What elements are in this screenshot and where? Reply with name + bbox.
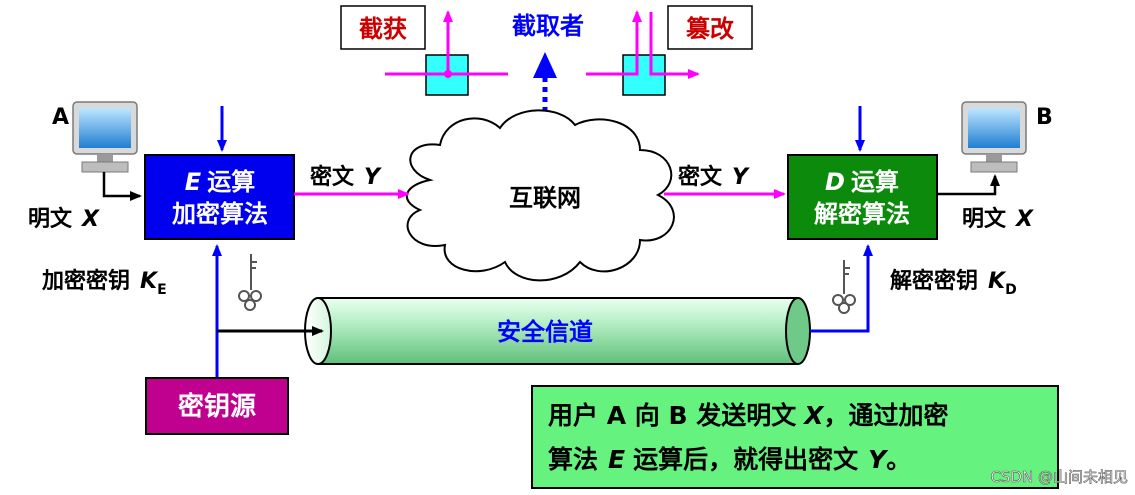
plaintext-left-arrow	[102, 172, 142, 201]
channel-to-decrypt-arrow	[810, 244, 873, 333]
enc-key-symbol: K	[140, 269, 159, 294]
note-line2-b: 运算后，就得出密文	[633, 445, 859, 474]
decrypt-op-letter: D	[825, 168, 845, 196]
plaintext-right-symbol: X	[1014, 207, 1034, 232]
ciphertext-right-symbol: Y	[732, 165, 750, 190]
plaintext-right-word: 明文	[962, 206, 1007, 232]
ciphertext-left-symbol: Y	[364, 165, 382, 190]
internet-cloud: 互联网	[405, 109, 675, 282]
note-line2-a: 算法	[548, 445, 598, 474]
ciphertext-right-word: 密文	[678, 164, 723, 190]
plaintext-left-word: 明文	[28, 206, 73, 232]
svg-text:明文X: 明文 X	[962, 206, 1034, 232]
host-b-label: B	[1036, 105, 1053, 130]
key-source-label: 密钥源	[178, 391, 256, 422]
encrypt-op-word: 运算	[207, 168, 255, 196]
plaintext-right-arrow	[938, 174, 1000, 196]
computer-b-icon	[961, 101, 1027, 173]
note-line2-sym: E	[608, 445, 625, 474]
tamper-label: 篡改	[686, 15, 734, 43]
decrypt-algorithm-label: 解密算法	[814, 200, 910, 228]
note-line2-sym2: Y	[868, 445, 889, 474]
note-line1-sym: X	[802, 401, 825, 430]
tamper-tap	[586, 10, 700, 96]
interceptor-label: 截取者	[512, 12, 584, 40]
decrypt-op-word: 运算	[851, 168, 899, 196]
secure-channel-label: 安全信道	[497, 318, 593, 346]
note-line1-b: ，通过加密	[824, 401, 949, 430]
tamper-label-box: 篡改	[667, 5, 753, 50]
plaintext-left-symbol: X	[80, 207, 100, 232]
encrypt-op-letter: E	[185, 168, 202, 196]
ciphertext-left-word: 密文	[310, 164, 355, 190]
enc-key-subscript: E	[157, 282, 167, 298]
interceptor-arrow-head	[533, 52, 557, 78]
svg-text:D运算: D运算	[825, 168, 899, 196]
svg-text:密文Y: 密文 Y	[678, 164, 750, 190]
intercept-tap	[385, 10, 508, 96]
secure-channel-pipe: 安全信道	[304, 297, 811, 365]
dec-key-icon	[832, 260, 856, 314]
dec-key-symbol: K	[988, 269, 1007, 294]
enc-key-label: 加密密钥	[41, 268, 130, 294]
dec-key-label: 解密密钥	[890, 268, 978, 294]
host-a-label: A	[52, 105, 69, 130]
key-source-box: 密钥源	[145, 377, 289, 435]
dec-key-subscript: D	[1005, 282, 1017, 298]
computer-a-icon	[72, 101, 138, 173]
note-line1-a: 用户 A 向 B 发送明文	[548, 401, 797, 430]
intercept-label: 截获	[359, 15, 407, 43]
watermark: CSDN @山间未相见	[990, 468, 1128, 486]
svg-text:E运算: E运算	[185, 168, 255, 196]
note-line2-end: 。	[886, 445, 911, 474]
encrypt-algorithm-label: 加密算法	[172, 200, 268, 228]
svg-text:明文X: 明文 X	[28, 206, 100, 232]
internet-label: 互联网	[509, 184, 581, 212]
intercept-label-box: 截获	[340, 5, 426, 50]
enc-key-icon	[238, 254, 262, 311]
svg-text:密文Y: 密文 Y	[310, 164, 382, 190]
